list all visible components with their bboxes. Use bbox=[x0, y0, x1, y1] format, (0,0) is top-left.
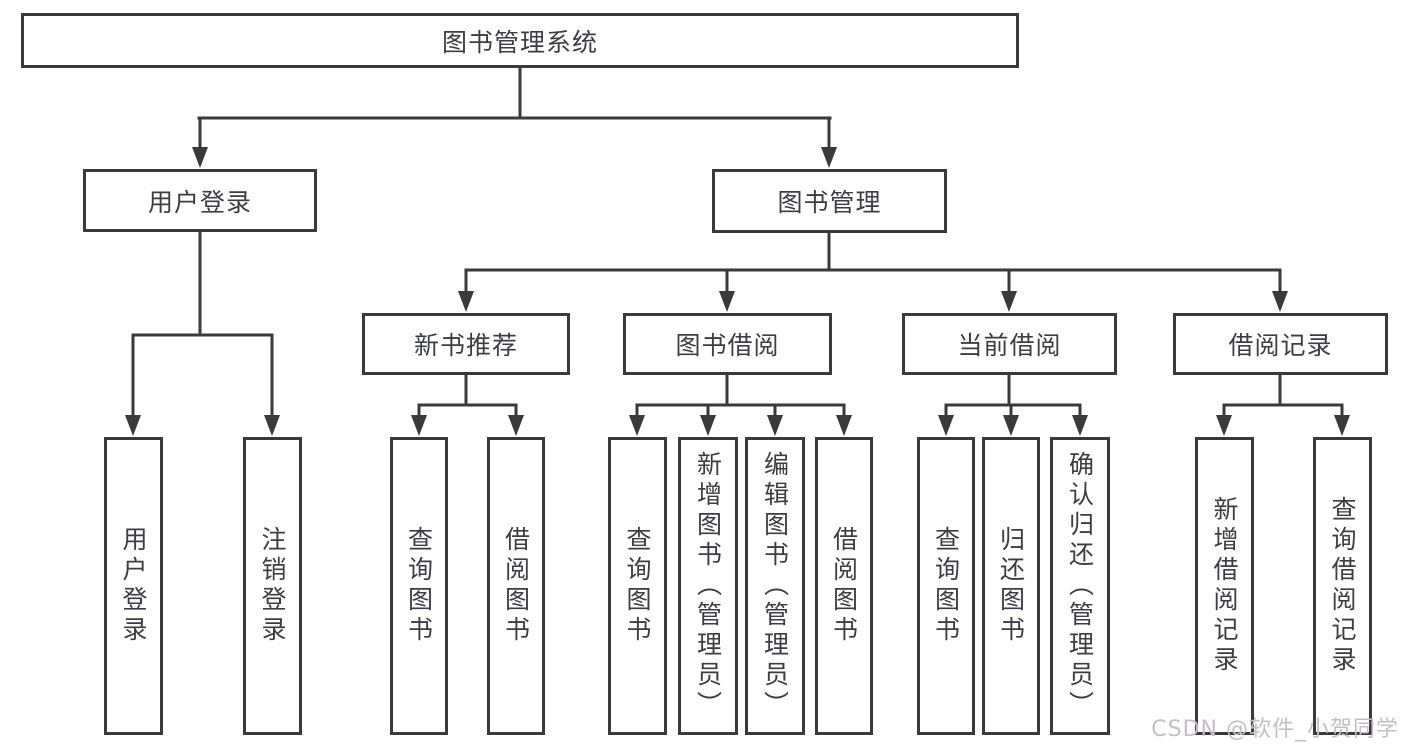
leaf-records-add-record-label: 新增借阅记录 bbox=[1210, 496, 1239, 676]
node-root: 图书管理系统 bbox=[21, 13, 1019, 68]
arrowhead-leaf-ul-0 bbox=[125, 415, 141, 436]
node-root-label: 图书管理系统 bbox=[441, 27, 598, 57]
leaf-user-login: 用户登录 bbox=[104, 437, 163, 735]
leaf-borrow-add-books-admin: 新增图书（管理员） bbox=[678, 437, 738, 735]
arrowhead-leaf-bw-2 bbox=[767, 415, 783, 436]
connector-borrow-split bbox=[635, 372, 846, 420]
node-section-new-book-label: 新书推荐 bbox=[413, 331, 518, 360]
arrowhead-leaf-ul-1 bbox=[264, 415, 280, 436]
arrowhead-leaf-bw-0 bbox=[629, 415, 645, 436]
node-section-current-borrow: 当前借阅 bbox=[902, 313, 1117, 375]
arrowhead-book-mgmt-box bbox=[821, 147, 837, 168]
arrowhead-leaf-nb-1 bbox=[508, 415, 524, 436]
leaf-newbook-borrow-books: 借阅图书 bbox=[487, 437, 545, 735]
connector-newbook-split bbox=[417, 372, 518, 420]
leaf-borrow-query-books: 查询图书 bbox=[608, 437, 667, 735]
connector-current-split bbox=[944, 372, 1082, 420]
connector-root-split bbox=[197, 64, 832, 152]
node-section-borrow-records: 借阅记录 bbox=[1173, 313, 1388, 375]
csdn-watermark: CSDN @软件_小贺同学 bbox=[1151, 717, 1399, 742]
leaf-records-query-record: 查询借阅记录 bbox=[1313, 437, 1372, 735]
connector-records-split bbox=[1222, 372, 1344, 420]
arrowhead-leaf-re-1 bbox=[1334, 415, 1350, 436]
leaf-borrow-add-books-admin-label: 新增图书（管理员） bbox=[693, 451, 723, 721]
leaf-newbook-borrow-books-label: 借阅图书 bbox=[501, 526, 531, 646]
leaf-records-add-record: 新增借阅记录 bbox=[1195, 437, 1254, 735]
leaf-current-confirm-return-admin-label: 确认归还（管理员） bbox=[1065, 451, 1095, 721]
node-section-book-borrow: 图书借阅 bbox=[623, 313, 832, 375]
node-section-new-book: 新书推荐 bbox=[362, 313, 570, 375]
arrowhead-leaf-cu-1 bbox=[1003, 415, 1019, 436]
connector-book-mgmt-split bbox=[464, 230, 1282, 296]
leaf-borrow-query-books-label: 查询图书 bbox=[623, 526, 652, 646]
leaf-logout: 注销登录 bbox=[243, 437, 302, 735]
leaf-borrow-edit-books-admin-label: 编辑图书（管理员） bbox=[760, 451, 790, 721]
leaf-newbook-query-books-label: 查询图书 bbox=[404, 526, 434, 646]
arrowhead-leaf-nb-0 bbox=[411, 415, 427, 436]
node-book-mgmt: 图书管理 bbox=[712, 169, 947, 233]
arrowhead-sec-records bbox=[1272, 291, 1288, 312]
node-user-login: 用户登录 bbox=[83, 169, 317, 232]
node-section-current-borrow-label: 当前借阅 bbox=[957, 331, 1062, 360]
leaf-current-query-books-label: 查询图书 bbox=[931, 526, 961, 646]
leaf-current-query-books: 查询图书 bbox=[917, 437, 975, 735]
leaf-logout-label: 注销登录 bbox=[258, 526, 287, 646]
leaf-borrow-borrow-books: 借阅图书 bbox=[815, 437, 873, 735]
leaf-user-login-label: 用户登录 bbox=[119, 526, 148, 646]
node-book-mgmt-label: 图书管理 bbox=[777, 188, 882, 217]
arrowhead-sec-borrow bbox=[719, 291, 735, 312]
leaf-current-return-books: 归还图书 bbox=[982, 437, 1040, 735]
node-user-login-label: 用户登录 bbox=[147, 187, 252, 217]
arrowhead-user-login-box bbox=[192, 147, 208, 168]
leaf-current-return-books-label: 归还图书 bbox=[996, 526, 1026, 646]
arrowhead-leaf-cu-2 bbox=[1072, 415, 1088, 436]
leaf-borrow-edit-books-admin: 编辑图书（管理员） bbox=[745, 437, 805, 735]
arrowhead-leaf-cu-0 bbox=[938, 415, 954, 436]
leaf-records-query-record-label: 查询借阅记录 bbox=[1328, 496, 1357, 676]
arrowhead-leaf-bw-3 bbox=[836, 415, 852, 436]
arrowhead-sec-current bbox=[1001, 291, 1017, 312]
leaf-newbook-query-books: 查询图书 bbox=[390, 437, 448, 735]
leaf-borrow-borrow-books-label: 借阅图书 bbox=[829, 526, 859, 646]
arrowhead-sec-newbook bbox=[458, 291, 474, 312]
leaf-current-confirm-return-admin: 确认归还（管理员） bbox=[1050, 437, 1110, 735]
node-section-borrow-records-label: 借阅记录 bbox=[1228, 331, 1333, 360]
arrowhead-leaf-bw-1 bbox=[700, 415, 716, 436]
connector-user-login-split bbox=[131, 229, 274, 420]
node-section-book-borrow-label: 图书借阅 bbox=[675, 331, 780, 360]
arrowhead-leaf-re-0 bbox=[1216, 415, 1232, 436]
